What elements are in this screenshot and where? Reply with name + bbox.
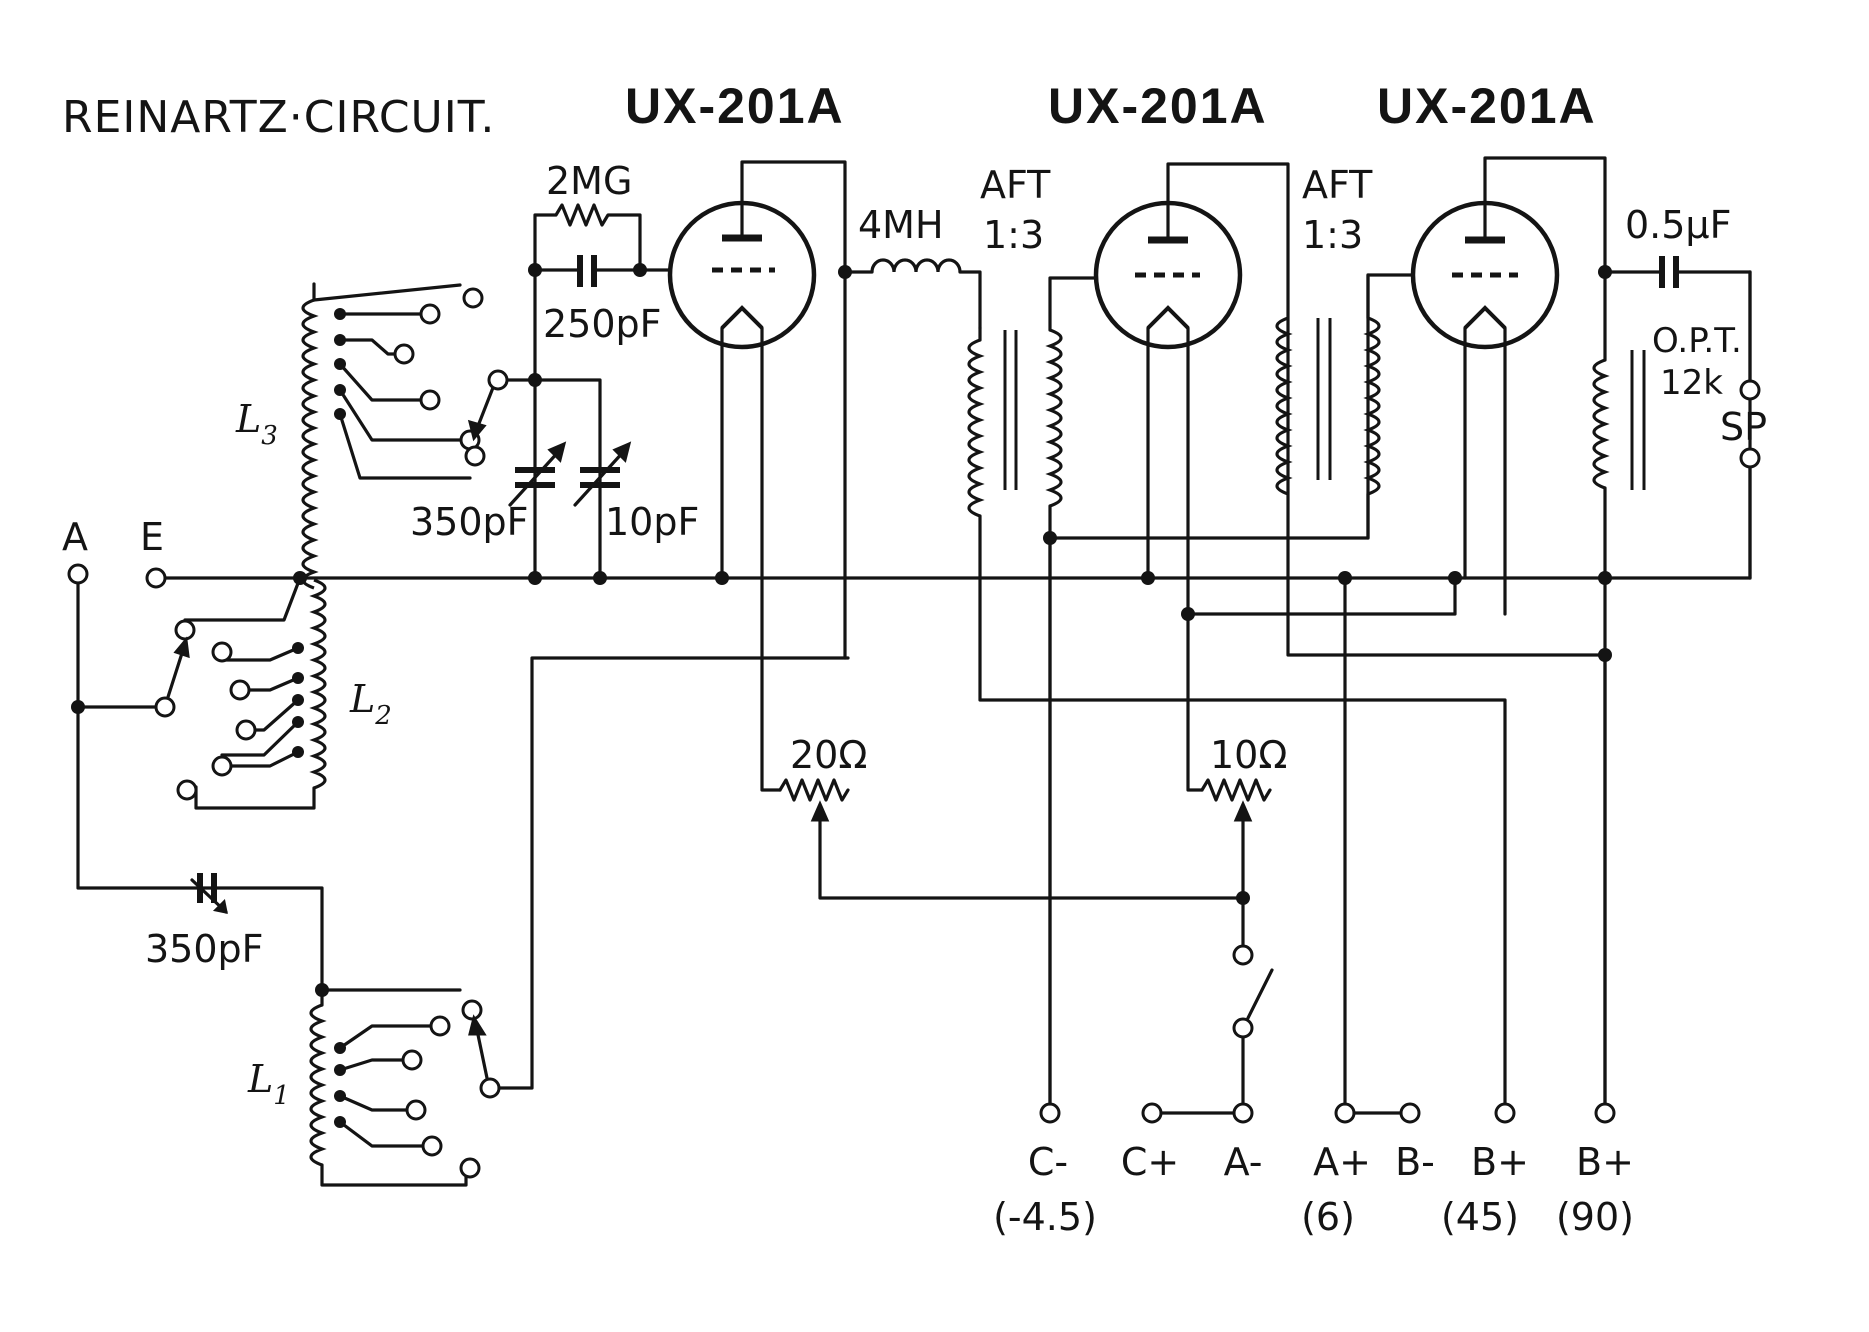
antenna-input-label: A — [62, 515, 88, 559]
terminal-b-minus — [1399, 1102, 1421, 1124]
terminal-a-minus — [1232, 1102, 1254, 1124]
rheostat-1-label: 20Ω — [790, 733, 867, 777]
tube-1-label: UX-201A — [625, 78, 845, 134]
terminal-a-minus-label: A- — [1224, 1140, 1263, 1184]
terminal-b45-label: B+ — [1471, 1140, 1529, 1184]
speaker-terminals — [1739, 270, 1761, 580]
coil-l2 — [154, 571, 327, 810]
aft-1-name: AFT — [980, 163, 1051, 207]
speaker-label: SP — [1720, 405, 1767, 449]
rf-choke — [838, 258, 982, 660]
diagram-title: REINARTZ·CIRCUIT. — [62, 92, 495, 143]
aft-2-ratio: 1:3 — [1302, 213, 1363, 257]
grid-capacitor — [533, 255, 682, 287]
aft-1-ratio: 1:3 — [983, 213, 1044, 257]
opt-name-label: O.P.T. — [1652, 321, 1742, 361]
earth-terminal — [145, 567, 167, 589]
choke-label: 4MH — [858, 203, 944, 247]
tuning-cap-label: 350pF — [410, 500, 529, 544]
terminal-a-plus — [1334, 1102, 1356, 1124]
tube-2 — [1093, 162, 1607, 1110]
terminal-b45 — [1494, 1102, 1516, 1124]
earth-input-label: E — [140, 515, 164, 559]
terminal-c-minus-value: (-4.5) — [993, 1195, 1097, 1239]
coil-l3-label: L3 — [235, 397, 278, 451]
filament-switch — [1232, 944, 1274, 1110]
terminal-c-minus — [1039, 1102, 1061, 1124]
terminal-c-minus-label: C- — [1028, 1140, 1068, 1184]
tube-2-label: UX-201A — [1048, 78, 1268, 134]
opt-impedance-label: 12k — [1660, 363, 1723, 403]
rheostat-10-ohm — [1200, 778, 1272, 950]
antenna-cap-label: 350pF — [145, 927, 264, 971]
terminal-b90 — [1594, 1102, 1616, 1124]
terminal-a-plus-value: (6) — [1301, 1195, 1355, 1239]
rheostat-2-label: 10Ω — [1210, 733, 1287, 777]
terminal-c-plus — [1141, 1102, 1163, 1124]
tube-1 — [667, 160, 847, 792]
terminal-a-plus-label: A+ — [1313, 1140, 1371, 1184]
coil-l3 — [301, 282, 498, 590]
coil-l1-label: L1 — [247, 1057, 290, 1111]
output-capacitor — [1659, 256, 1752, 288]
terminal-b-minus-label: B- — [1395, 1140, 1435, 1184]
output-cap-label: 0.5μF — [1625, 203, 1731, 247]
grid-leak-resistor — [533, 203, 642, 272]
coil-l2-label: L2 — [349, 677, 392, 731]
terminal-b45-value: (45) — [1441, 1195, 1519, 1239]
audio-transformer-2 — [1275, 273, 1422, 540]
battery-terminals — [1039, 536, 1616, 1124]
output-transformer — [1592, 265, 1662, 1110]
grid-leak-label: 2MG — [546, 159, 632, 203]
terminal-b90-value: (90) — [1556, 1195, 1634, 1239]
terminal-c-plus-label: C+ — [1121, 1140, 1179, 1184]
tube-3 — [1410, 156, 1607, 616]
terminal-b90-label: B+ — [1576, 1140, 1634, 1184]
aft-2-name: AFT — [1302, 163, 1373, 207]
antenna-variable-capacitor — [190, 873, 228, 914]
grid-cap-label: 250pF — [543, 302, 662, 346]
trim-cap-label: 10pF — [605, 500, 699, 544]
coil-l1 — [309, 656, 850, 1187]
rheostat-20-ohm — [778, 778, 1245, 900]
tube-3-label: UX-201A — [1377, 78, 1597, 134]
